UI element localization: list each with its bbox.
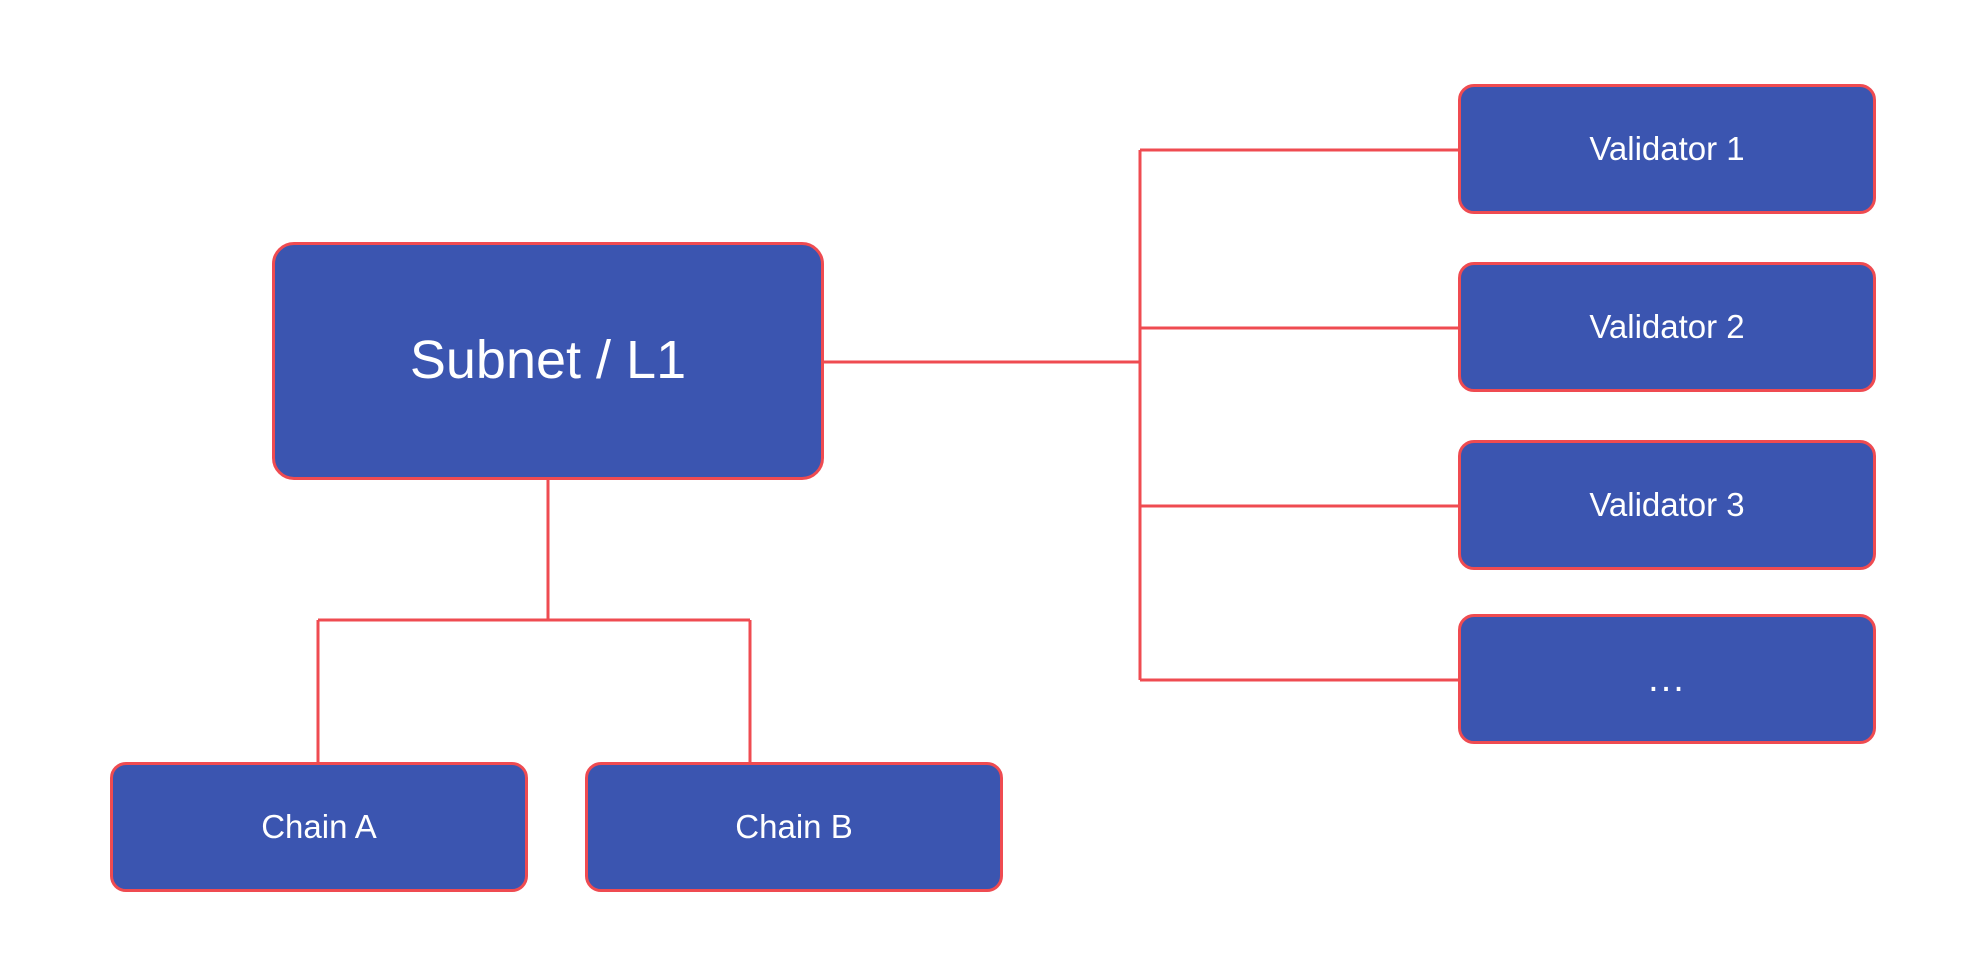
node-chain-a-label: Chain A <box>261 807 377 845</box>
node-validator-2[interactable]: Validator 2 <box>1458 262 1876 392</box>
node-subnet-l1[interactable]: Subnet / L1 <box>272 242 824 480</box>
node-chain-b-label: Chain B <box>735 807 853 845</box>
node-validator-1[interactable]: Validator 1 <box>1458 84 1876 214</box>
node-subnet-l1-label: Subnet / L1 <box>409 330 687 391</box>
node-validator-3-label: Validator 3 <box>1589 485 1745 523</box>
node-chain-a[interactable]: Chain A <box>110 762 528 892</box>
node-validator-3[interactable]: Validator 3 <box>1458 440 1876 570</box>
node-validator-2-label: Validator 2 <box>1589 307 1745 345</box>
node-chain-b[interactable]: Chain B <box>585 762 1003 892</box>
node-validator-more-label: ... <box>1648 657 1686 700</box>
node-validator-more[interactable]: ... <box>1458 614 1876 744</box>
node-validator-1-label: Validator 1 <box>1589 129 1745 167</box>
